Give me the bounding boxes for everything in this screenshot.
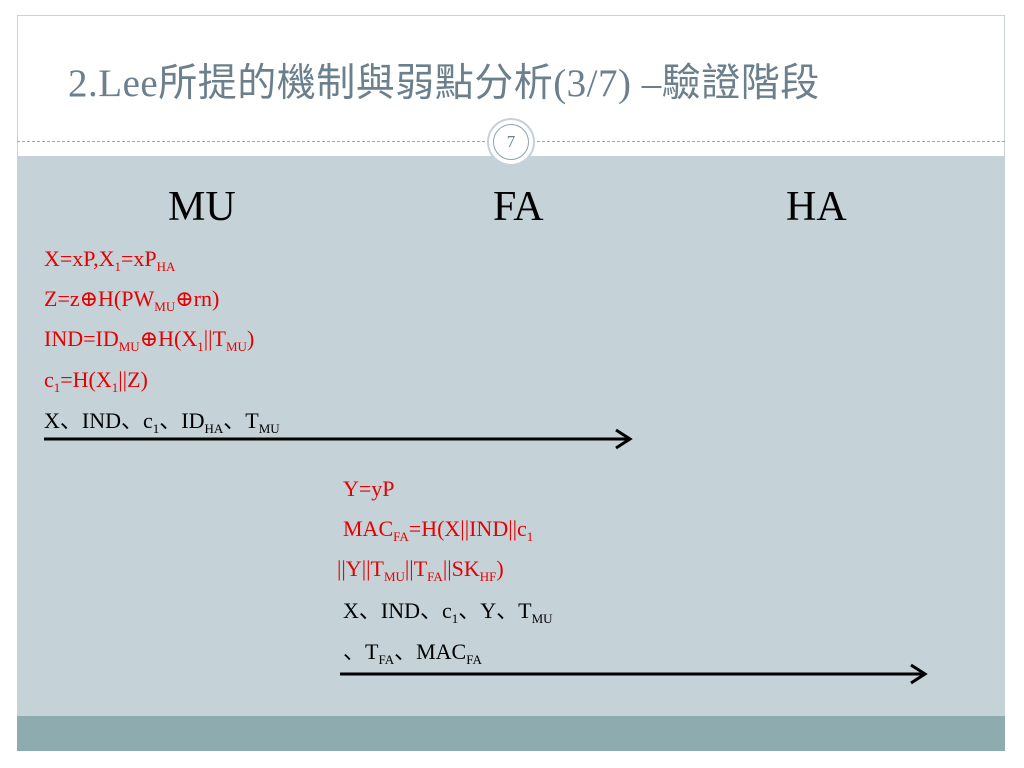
- fa-message-line1: X、IND、c1、Y、TMU: [343, 598, 553, 626]
- fa-message-line2: 、TFA、MACFA: [343, 639, 482, 667]
- page-number: 7: [493, 124, 529, 160]
- mu-formula-c1: c1=H(X1||Z): [44, 367, 148, 395]
- party-fa: FA: [493, 184, 544, 230]
- party-mu: MU: [168, 184, 236, 230]
- fa-formula-y: Y=yP: [343, 476, 395, 501]
- mu-formula-x: X=xP,X1=xPHA: [44, 246, 176, 274]
- fa-formula-mac-cont: ||Y||TMU||TFA||SKHF): [337, 556, 504, 584]
- page-number-badge: 7: [487, 118, 535, 166]
- arrow-fa-to-ha: [340, 663, 928, 685]
- mu-formula-z: Z=z⊕H(PWMU⊕rn): [44, 286, 220, 314]
- content-area: [17, 156, 1005, 716]
- mu-message: X、IND、c1、IDHA、TMU: [44, 408, 280, 436]
- slide-title: 2.Lee所提的機制與弱點分析(3/7) –驗證階段: [68, 62, 820, 105]
- party-ha: HA: [786, 184, 847, 230]
- mu-formula-ind: IND=IDMU⊕H(X1||TMU): [44, 326, 255, 354]
- footer-bar: [17, 716, 1005, 751]
- arrow-mu-to-fa: [44, 428, 633, 450]
- fa-formula-mac: MACFA=H(X||IND||c1: [343, 516, 534, 544]
